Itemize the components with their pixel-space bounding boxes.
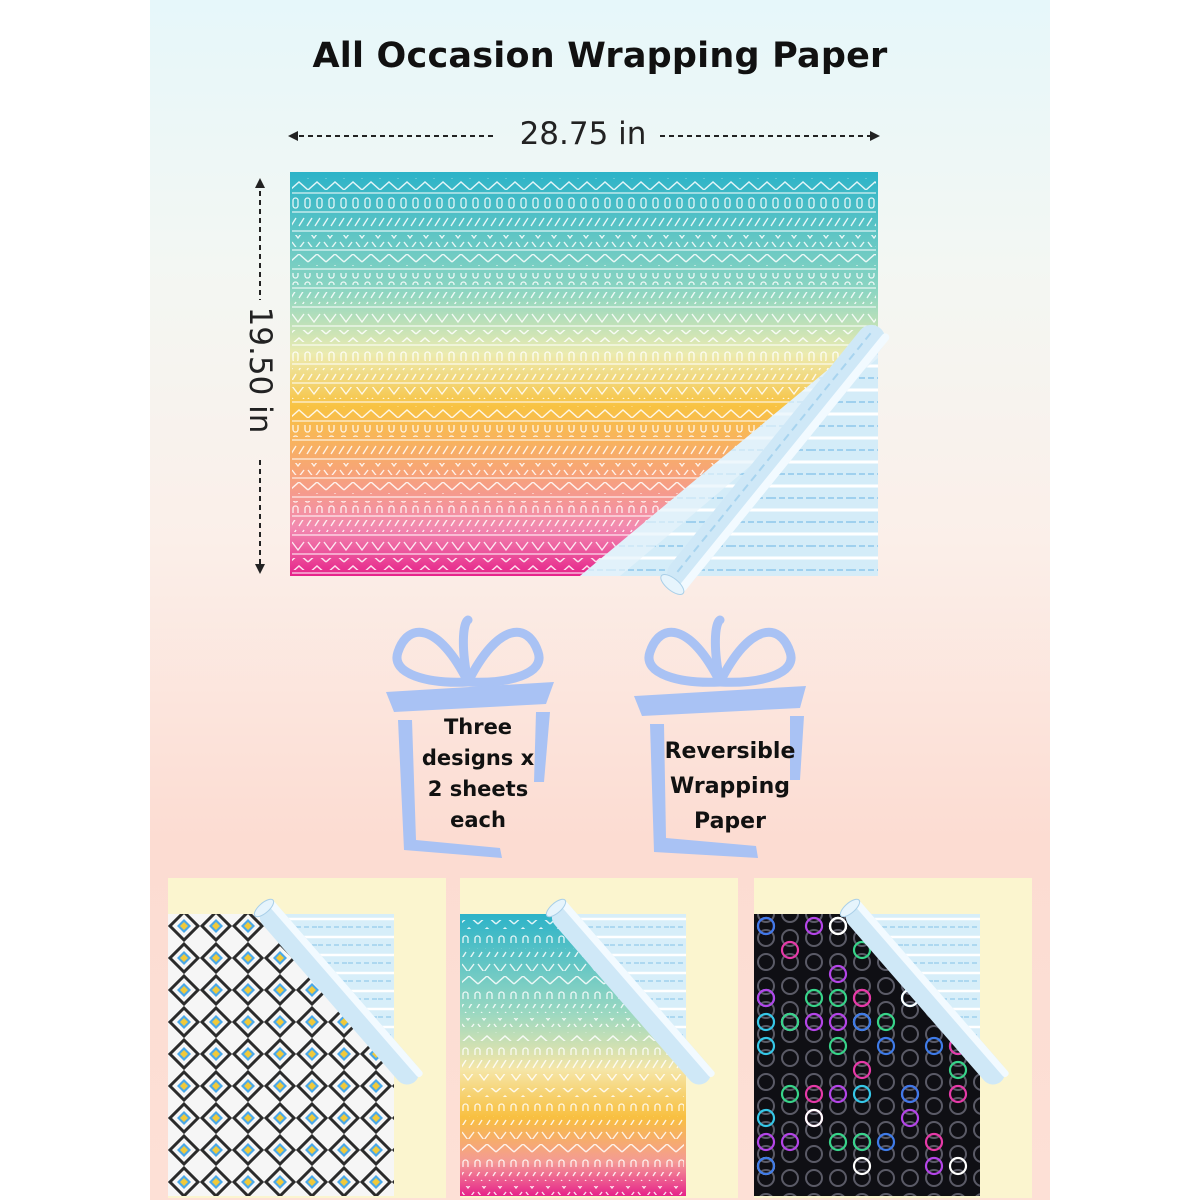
main-wrapping-sheet (290, 172, 890, 595)
design-thumbnail-rainbow (460, 878, 738, 1198)
white-margin-left (0, 0, 150, 1200)
gift-icon (634, 615, 806, 858)
height-label: 19.50 in (242, 306, 278, 434)
page-title: All Occasion Wrapping Paper (312, 36, 888, 76)
feature-line: Paper (694, 809, 766, 834)
product-infographic: All Occasion Wrapping Paper 28.75 in 19.… (150, 0, 1050, 1200)
gift-icon (386, 615, 554, 858)
feature-line: each (450, 808, 506, 832)
white-margin-right (1050, 0, 1200, 1200)
feature-line: 2 sheets (427, 777, 529, 801)
width-dimension-arrow (288, 131, 880, 141)
feature-line: designs x (421, 746, 535, 770)
feature-line: Three (443, 715, 513, 739)
height-dimension-arrow (255, 178, 265, 574)
feature-three-designs: Three designs x 2 sheets each (408, 712, 548, 836)
width-label: 28.75 in (519, 116, 647, 152)
feature-reversible: Reversible Wrapping Paper (655, 734, 805, 839)
feature-line: Wrapping (669, 774, 791, 799)
design-thumbnail-geometric (168, 878, 446, 1198)
design-thumbnail-neon-circles (754, 878, 1032, 1198)
feature-line: Reversible (664, 739, 796, 764)
